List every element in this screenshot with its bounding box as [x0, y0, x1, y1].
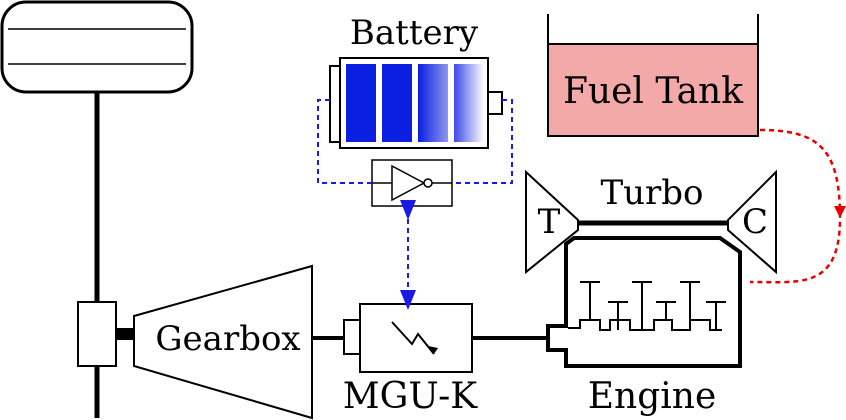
mguk-label: MGU-K — [343, 376, 478, 417]
inverter — [371, 159, 453, 207]
fuel-tank — [547, 14, 759, 137]
battery-cell-3 — [418, 64, 448, 142]
turbine-label: T — [538, 202, 561, 242]
lightning-icon — [391, 321, 435, 355]
fuel-line — [749, 128, 842, 284]
gearbox-coupling — [116, 328, 134, 340]
battery-cell-4 — [454, 64, 484, 142]
battery-icon — [329, 57, 503, 149]
mguk-unit — [343, 303, 473, 373]
turbine — [525, 169, 579, 275]
gearbox-shape — [133, 264, 313, 420]
fuel-tank-label: Fuel Tank — [563, 71, 744, 112]
battery-cell-2 — [382, 64, 412, 142]
turbocharger — [525, 169, 777, 275]
electric-links — [317, 99, 513, 310]
compressor-label: C — [742, 202, 768, 242]
engine-label: Engine — [588, 376, 717, 417]
battery-label: Battery — [350, 13, 479, 53]
differential-box — [77, 301, 117, 367]
compressor — [727, 169, 777, 275]
turbo-label: Turbo — [600, 173, 703, 213]
engine — [546, 236, 742, 368]
battery-cell-1 — [346, 64, 376, 142]
wheel — [0, 0, 194, 94]
gearbox-label: Gearbox — [155, 319, 300, 359]
